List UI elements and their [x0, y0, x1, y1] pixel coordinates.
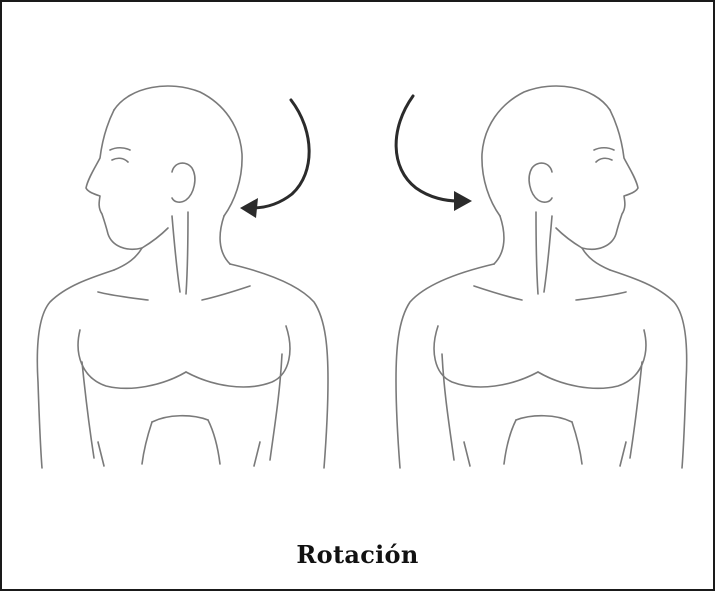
figure-head-rotated-left	[37, 86, 328, 468]
left-pectoral-right	[186, 326, 290, 387]
left-neck-muscle-1	[172, 216, 180, 292]
right-collarbone-outer	[576, 292, 626, 300]
left-arrow-head	[240, 198, 258, 218]
left-pectoral-left	[78, 330, 186, 388]
curved-arrow-icon-right	[396, 96, 472, 211]
rotation-illustration	[2, 2, 713, 522]
right-neck-back	[494, 216, 504, 264]
right-shoulder-outer	[610, 270, 687, 468]
right-eyebrow	[594, 148, 614, 150]
right-collarbone-inner	[474, 286, 522, 300]
right-arm-inner-inner	[442, 354, 454, 460]
left-waist-left	[98, 442, 104, 466]
left-neck-front	[114, 248, 142, 270]
left-ear	[172, 163, 195, 202]
left-arm-inner-right	[270, 354, 282, 460]
left-abdomen-right	[208, 420, 220, 464]
left-neck-muscle-2	[186, 212, 188, 294]
right-waist-inner	[464, 442, 470, 466]
right-shoulder-inner	[396, 264, 494, 468]
left-arm-inner-left	[82, 362, 94, 458]
left-jaw	[142, 228, 168, 248]
right-head-outline	[482, 86, 610, 216]
right-neck-front	[582, 248, 610, 270]
right-waist-outer	[620, 442, 626, 466]
caption-title: Rotación	[2, 540, 713, 569]
right-arrow-shaft	[396, 96, 458, 201]
left-abdomen-left	[142, 422, 152, 464]
right-ear	[529, 163, 552, 202]
left-collarbone-left	[98, 292, 148, 300]
left-shoulder-left	[37, 270, 114, 468]
left-abdomen-top	[152, 416, 208, 422]
left-neck-back	[220, 216, 230, 264]
left-collarbone-right	[202, 286, 250, 300]
right-abdomen-outer	[572, 422, 582, 464]
right-neck-muscle-2	[536, 212, 538, 294]
right-face-profile	[582, 110, 638, 249]
right-arrow-head	[454, 191, 472, 211]
right-arm-inner-outer	[630, 362, 642, 458]
right-jaw	[556, 228, 582, 248]
left-shoulder-right	[230, 264, 328, 468]
figure-head-rotated-right	[396, 86, 687, 468]
left-face-profile	[86, 110, 142, 249]
left-eye	[112, 158, 128, 162]
right-eye	[596, 158, 612, 162]
right-neck-muscle-1	[544, 216, 552, 292]
left-eyebrow	[110, 148, 130, 150]
left-waist-right	[254, 442, 260, 466]
right-pectoral-inner	[434, 326, 538, 387]
left-head-outline	[114, 86, 242, 216]
right-abdomen-top	[516, 416, 572, 422]
right-pectoral-outer	[538, 330, 646, 388]
curved-arrow-icon-left	[240, 100, 309, 218]
left-arrow-shaft	[252, 100, 309, 208]
right-abdomen-inner	[504, 420, 516, 464]
